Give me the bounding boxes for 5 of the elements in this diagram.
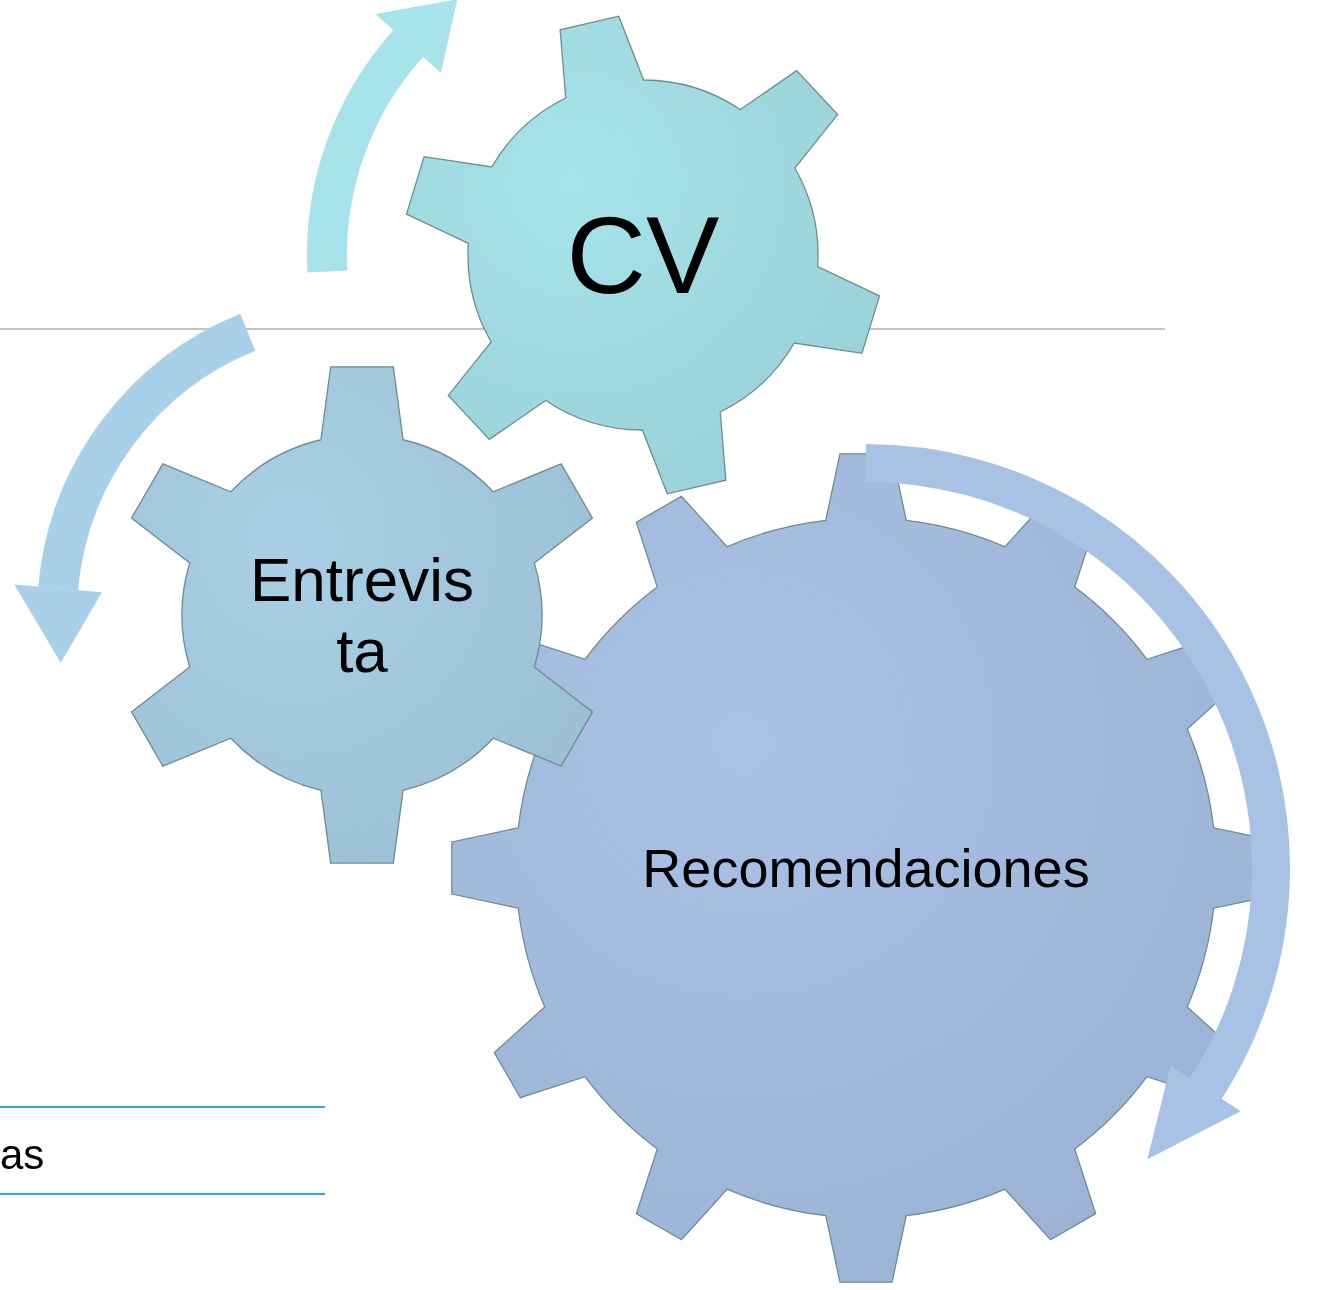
gear-label: CV bbox=[565, 191, 721, 318]
list-text: as bbox=[0, 1132, 45, 1179]
gear-shape bbox=[403, 15, 883, 495]
gear-label: Recomendaciones bbox=[641, 836, 1091, 900]
gear-label: Entrevista bbox=[249, 543, 475, 687]
